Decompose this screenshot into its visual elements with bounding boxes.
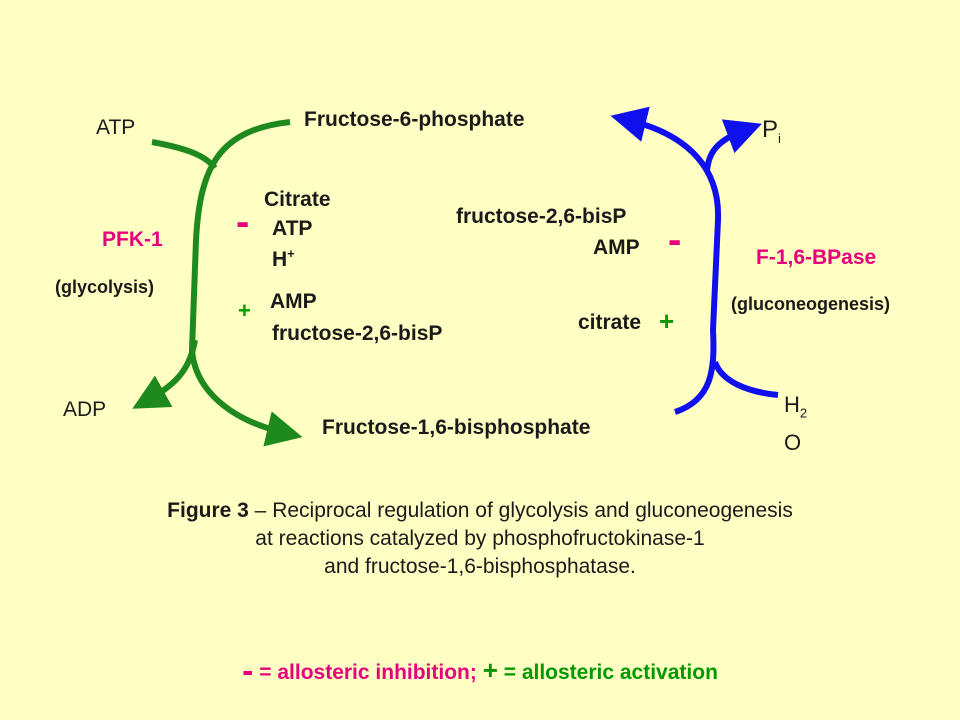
fbpase-activator-citrate: citrate bbox=[578, 311, 642, 334]
fbpase-inhibit-symbol: - bbox=[668, 218, 682, 262]
pfk-activate-symbol: + bbox=[238, 298, 251, 323]
glycolysis-label: (glycolysis) bbox=[55, 277, 155, 297]
pfk-inhibit-symbol: - bbox=[236, 200, 250, 244]
fbpase-inhibitor-amp: AMP bbox=[593, 236, 640, 259]
fbpase-label: F-1,6-BPase bbox=[756, 246, 877, 269]
h2o-input-arc bbox=[712, 360, 779, 398]
pi-label: Pi bbox=[762, 116, 781, 146]
pfk-activator-amp: AMP bbox=[270, 290, 317, 313]
pfk1-label: PFK-1 bbox=[102, 228, 163, 251]
pfk-inhibitor-atp: ATP bbox=[272, 217, 313, 240]
adp-output-arc bbox=[132, 339, 198, 409]
glycolysis-arc bbox=[188, 119, 303, 447]
atp-input-arc bbox=[151, 139, 218, 170]
pi-output-arc bbox=[704, 119, 762, 173]
legend: - = allosteric inhibition; + = allosteri… bbox=[242, 652, 718, 690]
fbpase-inhibitor-f26bp: fructose-2,6-bisP bbox=[456, 205, 627, 228]
adp-label: ADP bbox=[63, 398, 107, 421]
fbpase-activate-symbol: + bbox=[659, 306, 675, 336]
pfk-inhibitor-h: H+ bbox=[272, 246, 295, 271]
pfk-inhibitor-citrate: Citrate bbox=[264, 188, 331, 211]
atp-label: ATP bbox=[96, 116, 136, 139]
fructose-6-phosphate-label: Fructose-6-phosphate bbox=[304, 108, 525, 131]
fructose-1-6-bisphosphate-label: Fructose-1,6-bisphosphate bbox=[322, 416, 591, 439]
pfk-activator-f26bp: fructose-2,6-bisP bbox=[272, 322, 443, 345]
gluconeogenesis-arc bbox=[610, 106, 722, 415]
gluconeogenesis-label: (gluconeogenesis) bbox=[731, 294, 891, 314]
figure-caption: Figure 3 – Reciprocal regulation of glyc… bbox=[167, 499, 793, 578]
